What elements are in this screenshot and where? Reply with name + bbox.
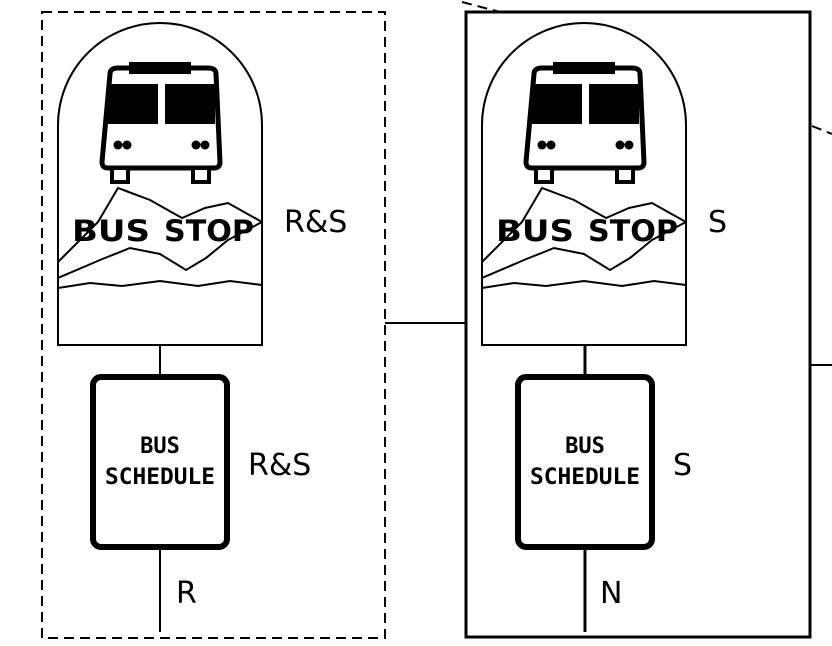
right-schedule-label: S xyxy=(673,448,692,483)
left-bus-stop-sign: BUS STOP xyxy=(57,22,263,346)
left-bus-schedule-sign: BUS SCHEDULE xyxy=(90,374,230,550)
right-stop-word-bus: BUS xyxy=(496,214,574,248)
right-stop-sign-label: S xyxy=(708,205,727,240)
left-post-label: R xyxy=(176,576,197,611)
left-schedule-line2: SCHEDULE xyxy=(105,465,215,490)
left-panel: BUS STOP R&S BUS SCHEDULE R&S R xyxy=(41,11,386,639)
right-schedule-line2: SCHEDULE xyxy=(530,465,640,490)
mountains-icon xyxy=(58,186,262,289)
bus-icon xyxy=(99,62,223,184)
right-stop-word-stop: STOP xyxy=(588,214,678,248)
right-panel: BUS STOP S BUS SCHEDULE S N xyxy=(464,10,812,639)
left-schedule-label: R&S xyxy=(248,448,311,483)
left-stop-sign-label: R&S xyxy=(284,205,347,240)
right-bus-stop-sign: BUS STOP xyxy=(481,22,687,346)
connector-lines xyxy=(385,1,832,366)
left-schedule-line1: BUS xyxy=(140,434,180,459)
mountains-icon xyxy=(482,186,686,289)
left-panel-border xyxy=(41,11,386,639)
left-stop-word-bus: BUS xyxy=(72,214,150,248)
right-bus-schedule-sign: BUS SCHEDULE xyxy=(515,374,655,550)
right-schedule-line1: BUS xyxy=(565,434,605,459)
right-post-label: N xyxy=(600,576,622,611)
bus-icon xyxy=(523,62,647,184)
right-panel-border xyxy=(464,10,812,639)
left-stop-word-stop: STOP xyxy=(164,214,254,248)
